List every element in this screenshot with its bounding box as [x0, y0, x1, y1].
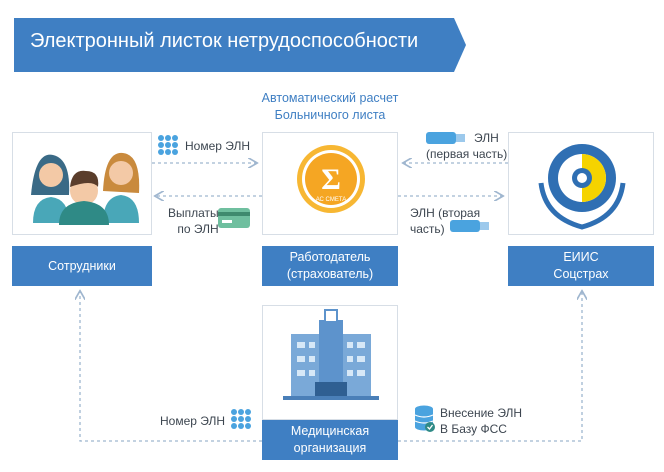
- employees-label: Сотрудники: [12, 246, 152, 286]
- svg-text:АС СМЕТА: АС СМЕТА: [316, 197, 347, 203]
- keypad-icon: [231, 409, 251, 429]
- caption-eln-first-1: ЭЛН: [474, 131, 499, 145]
- medical-card: [262, 305, 398, 420]
- employees-card: [12, 132, 152, 235]
- keypad-icon: [158, 135, 178, 155]
- caption-payments: Выплаты по ЭЛН: [168, 206, 219, 236]
- caption-eln-second: ЭЛН (вторая часть): [410, 206, 481, 236]
- center-title: Автоматический расчет Больничного листа: [261, 91, 399, 122]
- caption-eln-first-2: (первая часть): [426, 147, 508, 161]
- caption-eln-number-top: Номер ЭЛН: [185, 139, 251, 153]
- title-banner: [14, 18, 466, 72]
- hospital-icon: [283, 309, 379, 400]
- usb-key-icon: [426, 132, 465, 144]
- svg-text:Σ: Σ: [321, 163, 341, 196]
- people-icon: [31, 152, 140, 225]
- bank-card-icon: [218, 208, 250, 228]
- database-icon: [414, 405, 435, 432]
- employer-card: Σ АС СМЕТА: [262, 132, 398, 235]
- employer-label: Работодатель(страхователь): [262, 246, 398, 286]
- caption-eln-number-bottom: Номер ЭЛН: [160, 414, 226, 428]
- caption-fss-entry: Внесение ЭЛН В Базу ФСС: [440, 406, 523, 436]
- as-smeta-logo: Σ АС СМЕТА: [297, 145, 365, 213]
- fss-seal-icon: [538, 144, 626, 230]
- fss-card: [508, 132, 654, 235]
- usb-key-icon: [450, 220, 489, 232]
- page-title: Электронный листок нетрудоспособности: [30, 30, 419, 52]
- arrow-medical-to-employees: [80, 292, 262, 442]
- arrow-medical-to-fss: [398, 292, 582, 442]
